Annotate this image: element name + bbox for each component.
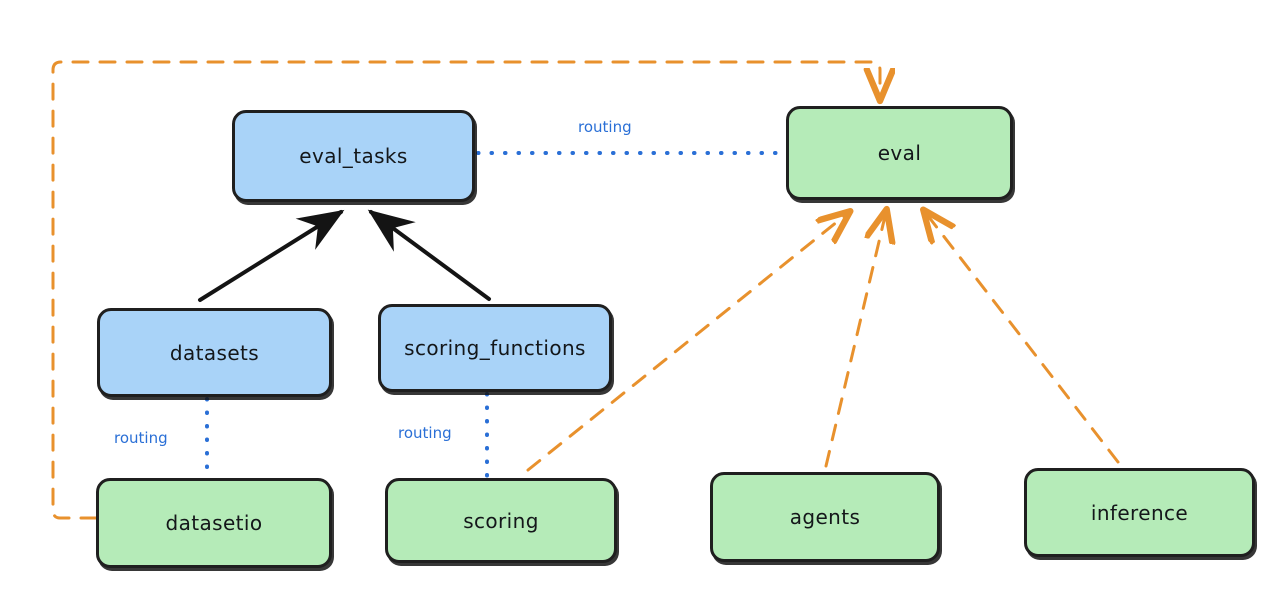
- node-label-agents: agents: [789, 505, 861, 529]
- node-inference[interactable]: inference: [1024, 468, 1255, 557]
- node-label-eval: eval: [877, 141, 922, 165]
- edge-scoring-to-eval: [526, 213, 848, 472]
- node-label-datasetio: datasetio: [165, 511, 263, 535]
- node-eval_tasks[interactable]: eval_tasks: [232, 110, 475, 202]
- edge-label-routing-eval: routing: [578, 118, 632, 136]
- node-agents[interactable]: agents: [710, 472, 940, 562]
- node-datasets[interactable]: datasets: [97, 308, 332, 397]
- node-label-eval_tasks: eval_tasks: [299, 144, 408, 168]
- edge-label-routing-scoring-functions: routing: [398, 424, 452, 442]
- edge-agents-to-eval: [824, 212, 886, 468]
- node-label-scoring: scoring: [463, 508, 539, 533]
- node-eval[interactable]: eval: [786, 106, 1013, 200]
- edge-datasets-to-eval_tasks: [198, 209, 345, 302]
- edge-inference-to-eval: [925, 212, 1120, 464]
- node-label-inference: inference: [1090, 500, 1189, 525]
- edge-scoring_functions-to-eval_tasks: [367, 209, 491, 301]
- node-scoring[interactable]: scoring: [385, 478, 617, 563]
- node-label-scoring_functions: scoring_functions: [404, 336, 586, 360]
- edge-datasetio-to-eval: [51, 60, 880, 520]
- node-datasetio[interactable]: datasetio: [96, 478, 332, 568]
- edge-label-routing-datasets: routing: [114, 429, 168, 447]
- node-label-datasets: datasets: [169, 340, 260, 365]
- node-scoring_functions[interactable]: scoring_functions: [378, 304, 612, 392]
